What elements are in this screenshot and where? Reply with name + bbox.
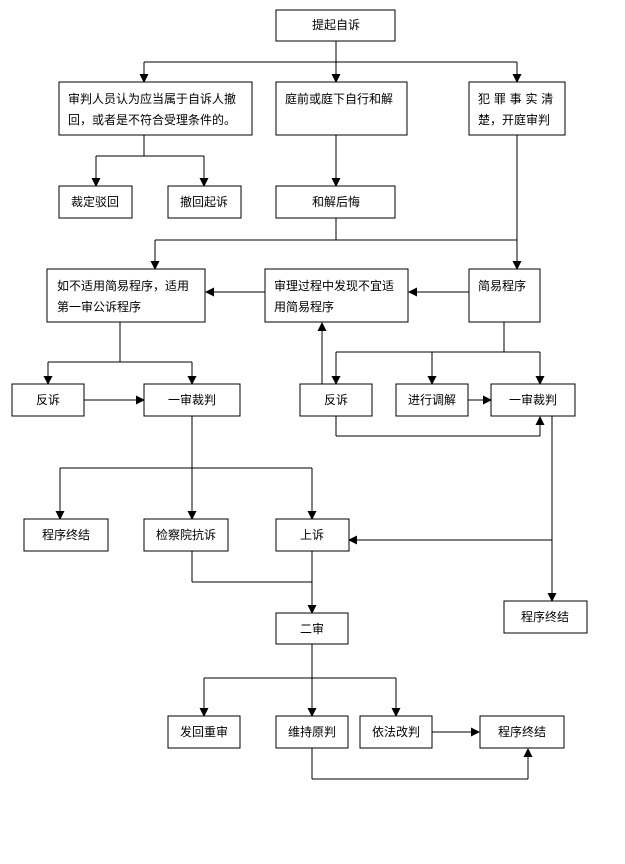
node-label: 上诉 — [300, 528, 324, 542]
node-label-line: 用简易程序 — [274, 299, 334, 314]
node-label: 一审裁判 — [168, 392, 216, 407]
node-end-left: 程序终结 — [23, 518, 109, 552]
node-label-line: 审判人员认为应当属于自诉人撤 — [68, 91, 236, 106]
node-second-trial: 二审 — [275, 612, 349, 645]
node-regret-settle: 和解后悔 — [275, 185, 396, 219]
node-label-line: 第一审公诉程序 — [57, 299, 141, 314]
node-counter-left: 反诉 — [11, 383, 85, 417]
node-label: 维持原判 — [288, 724, 336, 739]
node-label-line: 如不适用简易程序，适用 — [57, 278, 189, 293]
node-label-line: 审理过程中发现不宜适 — [274, 278, 394, 293]
node-label-line: 犯 罪 事 实 清 — [478, 91, 553, 106]
node-label: 简易程序 — [478, 278, 526, 293]
node-label: 依法改判 — [372, 724, 420, 739]
node-end-bottom: 程序终结 — [479, 715, 565, 749]
node-label: 程序终结 — [521, 609, 569, 624]
node-label-line: 回，或者是不符合受理条件的。 — [68, 112, 236, 127]
node-clear-facts: 犯 罪 事 实 清 楚，开庭审判 — [468, 81, 566, 136]
node-mediation: 进行调解 — [395, 383, 469, 417]
node-uphold: 维持原判 — [275, 715, 349, 749]
node-counter-right: 反诉 — [299, 383, 373, 417]
node-label: 裁定驳回 — [71, 194, 119, 209]
node-start: 提起自诉 — [275, 9, 396, 42]
node-not-suitable: 审理过程中发现不宜适 用简易程序 — [264, 268, 409, 323]
node-amend: 依法改判 — [359, 715, 433, 749]
node-end-right: 程序终结 — [503, 600, 588, 634]
node-label: 程序终结 — [498, 724, 546, 739]
node-label: 一审裁判 — [509, 392, 557, 407]
node-label: 庭前或庭下自行和解 — [285, 91, 393, 106]
node-label: 二审 — [300, 621, 324, 636]
connectors — [43, 41, 557, 780]
node-label: 反诉 — [324, 393, 348, 407]
node-label: 和解后悔 — [312, 194, 360, 209]
node-first-judgment-left: 一审裁判 — [143, 383, 241, 417]
node-label: 进行调解 — [408, 393, 456, 407]
node-withdraw-or-invalid: 审判人员认为应当属于自诉人撤 回，或者是不符合受理条件的。 — [58, 81, 253, 136]
node-protest: 检察院抗诉 — [143, 518, 229, 552]
node-label: 程序终结 — [42, 527, 90, 542]
node-label: 撤回起诉 — [180, 194, 228, 209]
node-settle: 庭前或庭下自行和解 — [275, 81, 408, 136]
node-label: 提起自诉 — [312, 17, 360, 32]
node-label-line: 楚，开庭审判 — [478, 112, 550, 127]
node-label: 发回重审 — [180, 724, 228, 739]
node-label: 检察院抗诉 — [156, 527, 216, 542]
node-appeal: 上诉 — [275, 518, 350, 552]
node-retrial: 发回重审 — [167, 715, 241, 749]
node-reject: 裁定驳回 — [58, 185, 133, 219]
node-first-judgment-right: 一审裁判 — [490, 383, 576, 417]
node-withdraw: 撤回起诉 — [167, 185, 242, 219]
node-simple-procedure: 简易程序 — [468, 268, 541, 323]
node-label: 反诉 — [36, 393, 60, 407]
node-normal-procedure: 如不适用简易程序，适用 第一审公诉程序 — [46, 268, 206, 323]
